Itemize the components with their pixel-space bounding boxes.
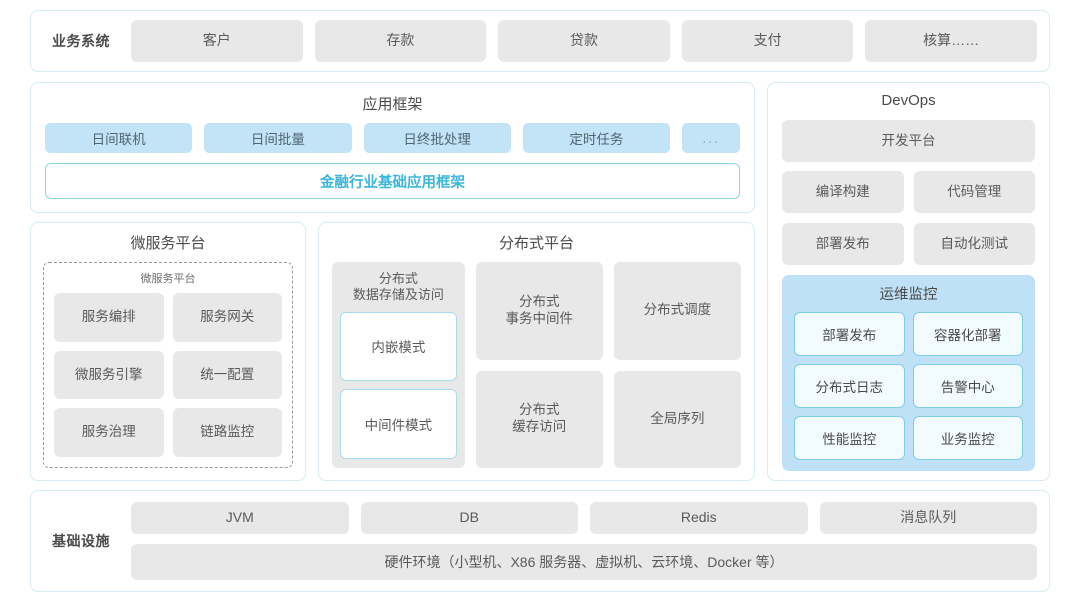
ops-tile[interactable]: 分布式日志	[794, 364, 905, 408]
infrastructure-panel: 基础设施 JVM DB Redis 消息队列 硬件环境（小型机、X86 服务器、…	[30, 490, 1050, 592]
business-system-tile[interactable]: 核算……	[865, 20, 1037, 62]
microservice-platform-title: 微服务平台	[130, 235, 206, 252]
distributed-tile[interactable]: 分布式 缓存访问	[475, 370, 603, 468]
distributed-storage-card[interactable]: 分布式 数据存储及访问 内嵌模式 中间件模式	[332, 262, 465, 468]
infrastructure-tile[interactable]: 消息队列	[819, 502, 1037, 534]
ops-monitoring-panel: 运维监控 部署发布 容器化部署 分布式日志 告警中心 性能监控 业务监控	[782, 275, 1035, 471]
app-framework-tile[interactable]: 日间批量	[204, 123, 352, 153]
distributed-platform-title: 分布式平台	[498, 235, 574, 252]
app-framework-tile[interactable]: 定时任务	[522, 123, 670, 153]
app-framework-tile[interactable]: 日终批处理	[363, 123, 511, 153]
platforms-row: 微服务平台 微服务平台 服务编排 服务网关 微服务引擎 统一配置 服务治理 链路…	[30, 222, 755, 481]
infrastructure-tile[interactable]: Redis	[590, 502, 808, 534]
distributed-platform-panel: 分布式平台 分布式 数据存储及访问 内嵌模式 中间件模式	[318, 222, 755, 481]
application-framework-panel: 应用框架 日间联机 日间批量 日终批处理 定时任务 ... 金融行业基础应用框架	[30, 82, 755, 213]
distributed-tile-line1: 分布式调度	[643, 302, 712, 318]
devops-tile[interactable]: 编译构建	[782, 171, 904, 213]
middleware-mode-tile[interactable]: 中间件模式	[340, 389, 457, 459]
business-systems-tiles: 客户 存款 贷款 支付 核算……	[131, 20, 1037, 62]
microservice-tiles: 服务编排 服务网关 微服务引擎 统一配置 服务治理 链路监控	[54, 293, 282, 457]
distributed-storage-heading-line2: 数据存储及访问	[352, 287, 444, 303]
ops-monitoring-tiles: 部署发布 容器化部署 分布式日志 告警中心 性能监控 业务监控	[794, 312, 1023, 460]
distributed-tile[interactable]: 全局序列	[613, 370, 741, 468]
microservice-tile[interactable]: 微服务引擎	[54, 350, 164, 400]
distributed-platform-body: 分布式 数据存储及访问 内嵌模式 中间件模式 分布式	[332, 262, 741, 468]
devops-tile[interactable]: 部署发布	[782, 223, 904, 265]
platform-column: 应用框架 日间联机 日间批量 日终批处理 定时任务 ... 金融行业基础应用框架…	[30, 82, 755, 481]
business-system-tile[interactable]: 客户	[131, 20, 303, 62]
distributed-tile-line2: 缓存访问	[512, 419, 567, 435]
ops-tile[interactable]: 告警中心	[912, 364, 1023, 408]
app-framework-tile[interactable]: 日间联机	[45, 123, 193, 153]
microservice-tile[interactable]: 服务网关	[172, 293, 282, 342]
infrastructure-tile[interactable]: DB	[360, 502, 578, 534]
business-system-tile[interactable]: 贷款	[498, 20, 670, 62]
distributed-tile-line1: 全局序列	[650, 410, 705, 426]
devops-tiles: 编译构建 代码管理 部署发布 自动化测试	[782, 171, 1035, 265]
app-framework-more-tile[interactable]: ...	[682, 123, 740, 153]
application-framework-title: 应用框架	[362, 96, 423, 113]
embedded-mode-tile[interactable]: 内嵌模式	[340, 311, 457, 382]
ops-tile[interactable]: 部署发布	[794, 312, 905, 356]
microservice-tile[interactable]: 统一配置	[172, 350, 282, 400]
business-systems-label: 业务系统	[52, 33, 110, 49]
ops-tile[interactable]: 业务监控	[912, 416, 1023, 460]
microservice-inner-box: 微服务平台 服务编排 服务网关 微服务引擎 统一配置 服务治理 链路监控	[43, 262, 293, 468]
infrastructure-label: 基础设施	[52, 533, 110, 549]
devops-panel: DevOps 开发平台 编译构建 代码管理 部署发布 自动化测试 运维监控 部署…	[767, 82, 1050, 481]
middle-zone: 应用框架 日间联机 日间批量 日终批处理 定时任务 ... 金融行业基础应用框架…	[30, 82, 1050, 481]
infrastructure-body: JVM DB Redis 消息队列 硬件环境（小型机、X86 服务器、虚拟机、云…	[131, 502, 1037, 580]
microservice-tile[interactable]: 服务治理	[54, 408, 164, 457]
distributed-tile[interactable]: 分布式 事务中间件	[475, 262, 603, 360]
ops-tile[interactable]: 容器化部署	[912, 312, 1023, 356]
distributed-storage-column: 分布式 数据存储及访问 内嵌模式 中间件模式	[332, 262, 465, 468]
application-framework-tiles: 日间联机 日间批量 日终批处理 定时任务 ...	[45, 123, 740, 153]
business-systems-panel: 业务系统 客户 存款 贷款 支付 核算……	[30, 10, 1050, 72]
business-system-tile[interactable]: 支付	[681, 20, 854, 62]
hardware-environment-bar[interactable]: 硬件环境（小型机、X86 服务器、虚拟机、云环境、Docker 等）	[131, 544, 1037, 580]
infrastructure-tile[interactable]: JVM	[131, 502, 349, 534]
financial-base-framework-bar[interactable]: 金融行业基础应用框架	[45, 163, 740, 199]
distributed-tile-line1: 分布式	[519, 402, 560, 418]
distributed-tile-line2: 事务中间件	[505, 310, 574, 326]
distributed-storage-heading-line1: 分布式	[378, 271, 418, 286]
distributed-tiles: 分布式 事务中间件 分布式调度 分布	[475, 262, 741, 468]
distributed-storage-heading: 分布式 数据存储及访问	[340, 271, 457, 304]
microservice-tile[interactable]: 服务编排	[54, 293, 164, 342]
microservice-tile[interactable]: 链路监控	[172, 408, 282, 457]
devops-tile[interactable]: 代码管理	[913, 171, 1035, 213]
devops-tile[interactable]: 自动化测试	[913, 223, 1035, 265]
business-system-tile[interactable]: 存款	[314, 20, 487, 62]
microservice-inner-label: 微服务平台	[140, 273, 196, 285]
devops-title: DevOps	[881, 92, 936, 109]
ops-monitoring-title: 运维监控	[879, 287, 938, 303]
infrastructure-tiles: JVM DB Redis 消息队列	[131, 502, 1037, 534]
ops-tile[interactable]: 性能监控	[794, 416, 905, 460]
devops-platform-tile[interactable]: 开发平台	[782, 120, 1035, 162]
microservice-platform-panel: 微服务平台 微服务平台 服务编排 服务网关 微服务引擎 统一配置 服务治理 链路…	[30, 222, 306, 481]
distributed-tile-line1: 分布式	[519, 293, 560, 309]
distributed-tile[interactable]: 分布式调度	[613, 262, 741, 360]
